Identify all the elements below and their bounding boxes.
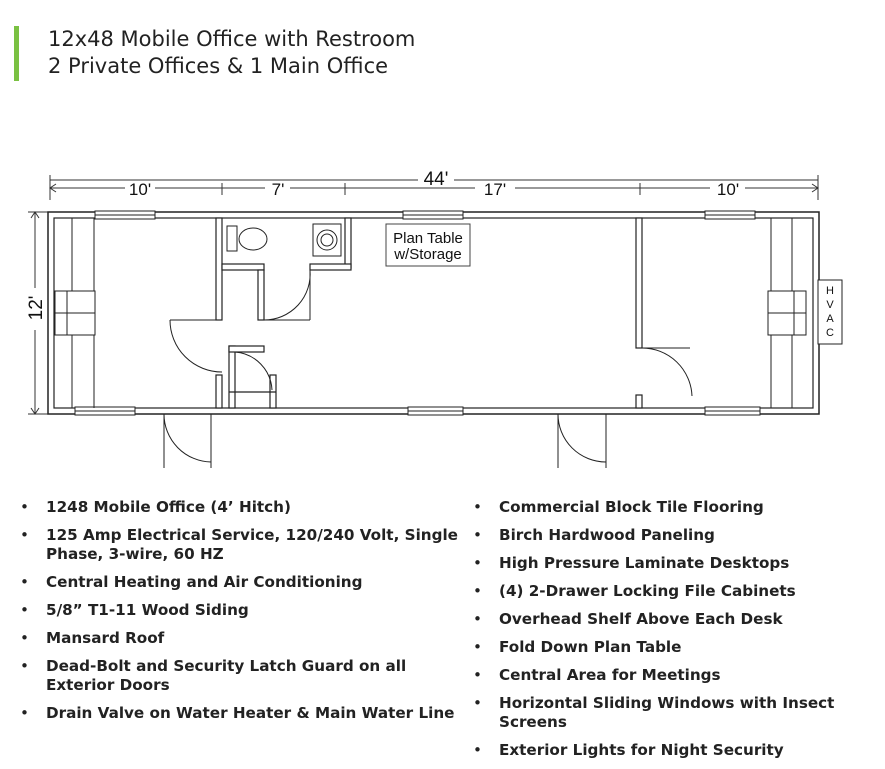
hvac-letter-h: H [826, 285, 834, 297]
page-title: 12x48 Mobile Office with Restroom 2 Priv… [48, 26, 415, 80]
bullet-icon: • [20, 657, 29, 675]
dim-label-7ft: 7' [272, 180, 285, 199]
feature-item: •1248 Mobile Office (4’ Hitch) [20, 498, 291, 516]
plan-table-label-1: Plan Table [393, 230, 463, 247]
dimension-top [49, 175, 819, 200]
feature-item: •Horizontal Sliding Windows with Insect … [473, 694, 835, 731]
feature-item: •Central Area for Meetings [473, 666, 721, 684]
feature-item: •Exterior Lights for Night Security [473, 741, 784, 759]
hvac-letter-v: V [826, 299, 834, 311]
windows [74, 210, 761, 416]
bullet-icon: • [20, 704, 29, 722]
title-line-1: 12x48 Mobile Office with Restroom [48, 27, 416, 51]
bullet-icon: • [20, 629, 29, 647]
feature-item: •Mansard Roof [20, 629, 165, 647]
bullet-icon: • [473, 610, 482, 628]
bullet-icon: • [473, 666, 482, 684]
feature-item: •125 Amp Electrical Service, 120/240 Vol… [20, 526, 458, 563]
dimension-left [28, 211, 48, 415]
feature-item: •Birch Hardwood Paneling [473, 526, 715, 544]
feature-item: •5/8” T1-11 Wood Siding [20, 601, 249, 619]
feature-item: •Central Heating and Air Conditioning [20, 573, 363, 591]
left-office-furniture [54, 218, 96, 408]
plan-table-label-2: w/Storage [393, 246, 462, 263]
right-office-furniture [767, 218, 807, 408]
bullet-icon: • [20, 601, 29, 619]
feature-item: •Overhead Shelf Above Each Desk [473, 610, 783, 628]
sink-icon [312, 223, 342, 257]
dim-label-10ft-right: 10' [717, 180, 739, 199]
bullet-icon: • [20, 573, 29, 591]
bullet-icon: • [20, 498, 29, 516]
floor-plan: 10' 7' 17' 10' 44' 12' [26, 169, 843, 468]
dim-label-10ft-left: 10' [129, 180, 151, 199]
feature-item: •(4) 2-Drawer Locking File Cabinets [473, 582, 796, 600]
bullet-icon: • [473, 741, 482, 759]
door-swings [163, 269, 693, 468]
features-list-right: •Commercial Block Tile Flooring •Birch H… [473, 498, 883, 769]
dim-label-overall: 44' [424, 169, 449, 190]
bullet-icon: • [20, 526, 29, 544]
feature-item: •Fold Down Plan Table [473, 638, 682, 656]
hvac-letter-c: C [826, 327, 834, 339]
plan-table [385, 223, 471, 267]
bullet-icon: • [473, 694, 482, 712]
bullet-icon: • [473, 554, 482, 572]
feature-item: •Drain Valve on Water Heater & Main Wate… [20, 704, 455, 722]
hvac-unit [817, 279, 843, 345]
toilet-icon [226, 225, 268, 252]
bullet-icon: • [473, 498, 482, 516]
interior-walls [215, 217, 643, 409]
feature-item: •Dead-Bolt and Security Latch Guard on a… [20, 657, 407, 694]
accent-bar [14, 26, 19, 81]
bullet-icon: • [473, 582, 482, 600]
features-list-left: •1248 Mobile Office (4’ Hitch) •125 Amp … [20, 498, 460, 732]
dim-label-12ft: 12' [26, 296, 47, 321]
hvac-letter-a: A [826, 313, 834, 325]
bullet-icon: • [473, 526, 482, 544]
title-line-2: 2 Private Offices & 1 Main Office [48, 54, 389, 78]
dim-label-17ft: 17' [484, 180, 506, 199]
feature-item: •High Pressure Laminate Desktops [473, 554, 790, 572]
feature-item: •Commercial Block Tile Flooring [473, 498, 764, 516]
bullet-icon: • [473, 638, 482, 656]
